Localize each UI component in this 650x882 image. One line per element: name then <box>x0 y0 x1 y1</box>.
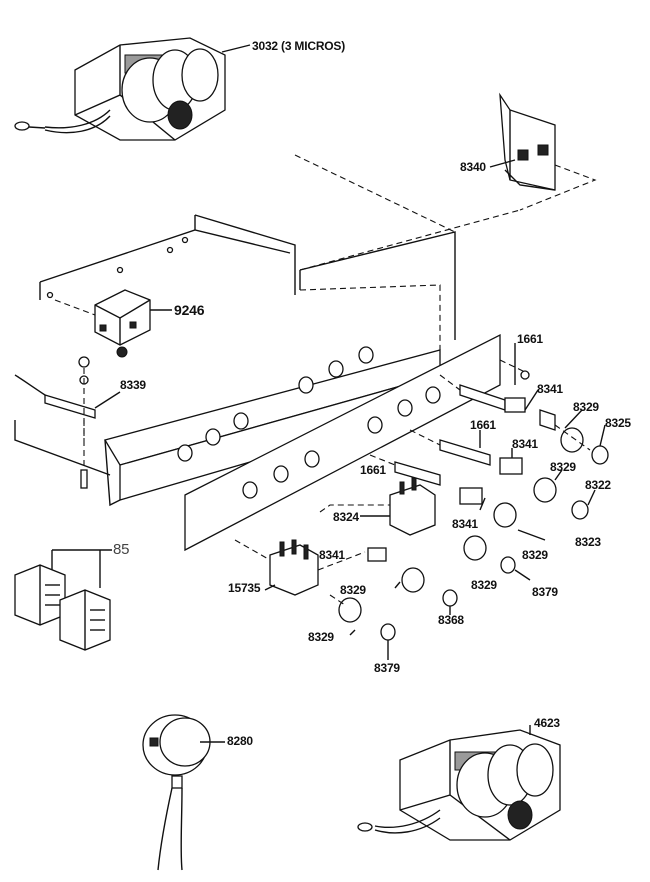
label-15735: 15735 <box>228 581 261 595</box>
label-8322: 8322 <box>585 478 611 492</box>
label-8341-upper: 8341 <box>537 382 563 396</box>
lamp-assembly-middle <box>409 429 596 520</box>
label-1661-middle: 1661 <box>470 418 496 432</box>
label-8323: 8323 <box>575 535 601 549</box>
label-4623: 4623 <box>534 716 560 730</box>
label-8329-left: 8329 <box>340 583 366 597</box>
lamp-assembly-upper <box>439 343 609 465</box>
label-8341-bottom: 8341 <box>319 548 345 562</box>
label-8329-upper: 8329 <box>573 400 599 414</box>
label-1661-lower: 1661 <box>360 463 386 477</box>
label-8340: 8340 <box>460 160 486 174</box>
switch-15735 <box>234 539 366 596</box>
cabinet-frame <box>14 154 521 476</box>
relay-9246 <box>54 289 172 358</box>
lamp-parts-bottom <box>329 547 458 660</box>
sensor-8339 <box>14 356 121 489</box>
lower-plate <box>184 333 501 552</box>
label-8280: 8280 <box>227 734 253 748</box>
label-9246: 9246 <box>174 302 205 318</box>
label-8329-middle: 8329 <box>550 460 576 474</box>
label-8325: 8325 <box>605 416 631 430</box>
label-8324: 8324 <box>333 510 359 524</box>
label-8341-middle: 8341 <box>512 437 538 451</box>
label-8329-lower-right: 8329 <box>522 548 548 562</box>
switch-8324 <box>319 477 436 536</box>
label-8329-bottom: 8329 <box>308 630 334 644</box>
timer-3032 <box>14 37 251 141</box>
label-8368: 8368 <box>438 613 464 627</box>
label-1661-upper: 1661 <box>517 332 543 346</box>
motor-8280 <box>142 714 225 871</box>
label-8329-center: 8329 <box>471 578 497 592</box>
bracket-8340 <box>489 92 597 211</box>
label-8379-bottom: 8379 <box>374 661 400 675</box>
timer-4623 <box>357 725 561 841</box>
label-3032: 3032 (3 MICROS) <box>252 39 346 53</box>
lamp-assembly-lower <box>369 454 546 581</box>
label-85: 85 <box>113 541 130 558</box>
connector-85 <box>14 549 112 651</box>
label-8379-right: 8379 <box>532 585 558 599</box>
label-8341-lower: 8341 <box>452 517 478 531</box>
label-8339: 8339 <box>120 378 146 392</box>
